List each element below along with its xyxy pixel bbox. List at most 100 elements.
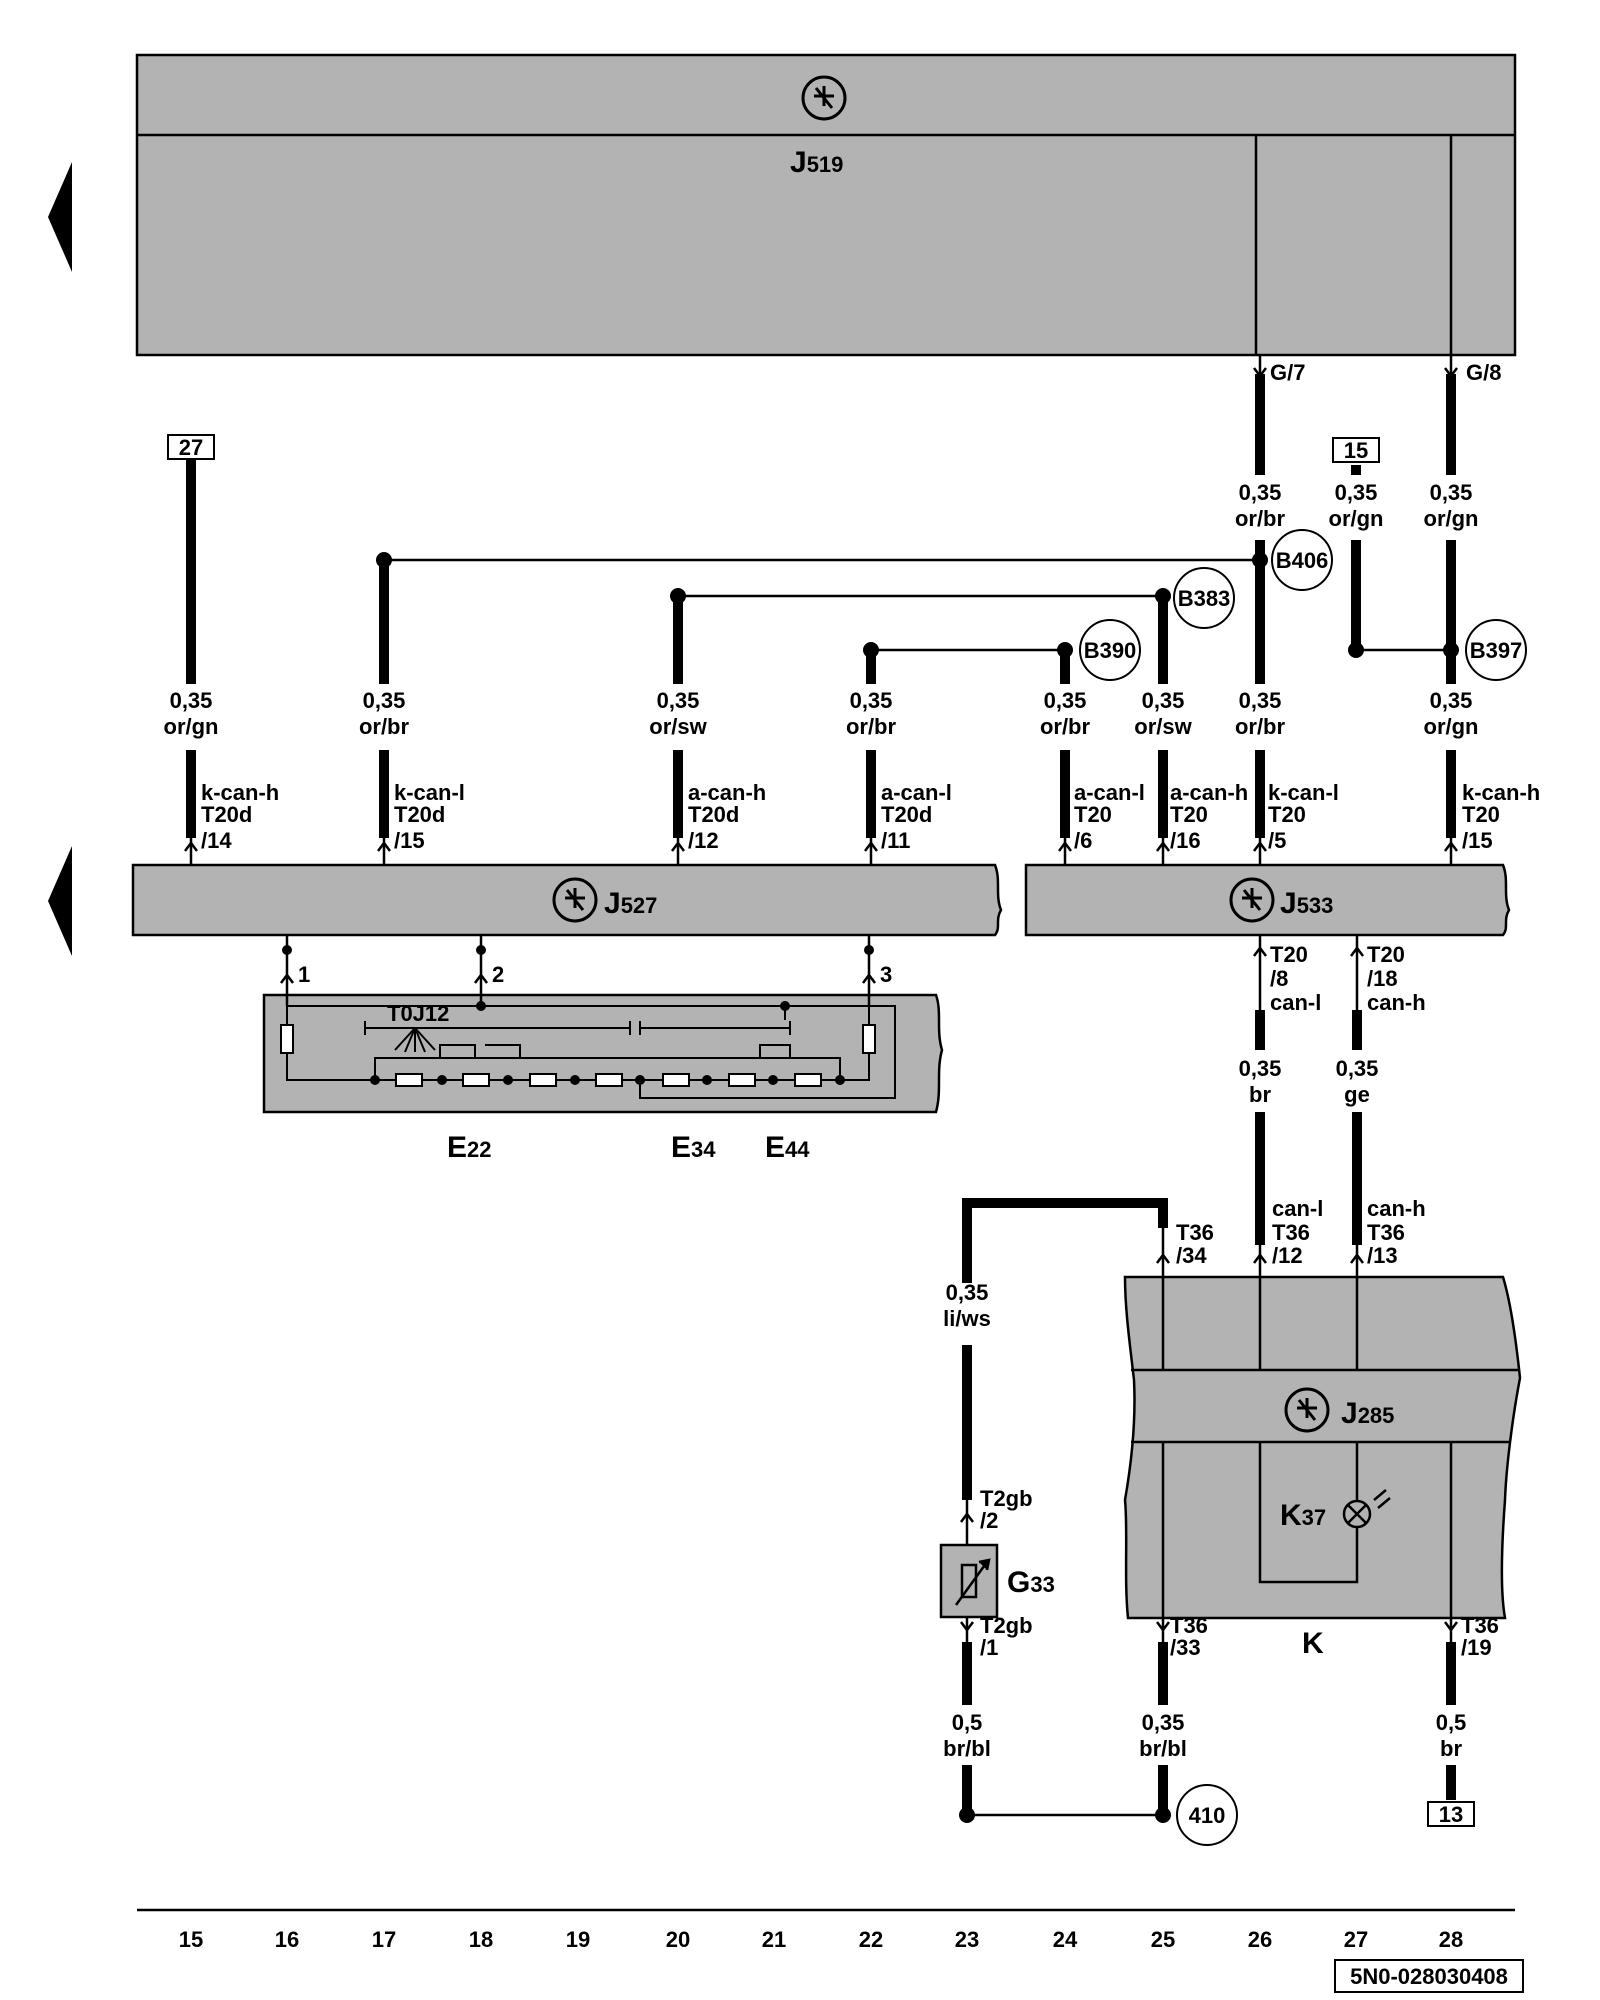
svg-text:0,35: 0,35 — [1239, 1056, 1282, 1081]
svg-text:0,35: 0,35 — [1142, 688, 1185, 713]
svg-text:B390: B390 — [1084, 638, 1137, 663]
svg-text:/34: /34 — [1176, 1243, 1207, 1268]
terminal-15: 15 — [1332, 437, 1380, 463]
grid-number: 28 — [1439, 1927, 1463, 1952]
svg-text:0,35: 0,35 — [1239, 688, 1282, 713]
g33-box — [939, 1543, 999, 1619]
j285-bus-icon — [1284, 1387, 1330, 1433]
svg-text:or/gn: or/gn — [1424, 506, 1479, 531]
g33-label: G33 — [1007, 1566, 1055, 1599]
svg-text:/6: /6 — [1074, 828, 1092, 853]
grid-number: 18 — [469, 1927, 493, 1952]
grid-number: 15 — [179, 1927, 203, 1952]
svg-text:a-can-h: a-can-h — [1170, 780, 1248, 805]
svg-text:can-h: can-h — [1367, 1196, 1426, 1221]
j519-bus-icon — [801, 75, 847, 121]
pin-label: 3 — [880, 962, 892, 987]
svg-text:or/gn: or/gn — [1329, 506, 1384, 531]
previous-page-arrow-icon[interactable] — [48, 162, 72, 272]
j527-box — [131, 863, 1003, 937]
svg-text:/16: /16 — [1170, 828, 1201, 853]
svg-text:T20: T20 — [1268, 802, 1306, 827]
svg-text:or/gn: or/gn — [1424, 714, 1479, 739]
splice-b383: B383 — [1173, 567, 1235, 629]
grid-number: 22 — [859, 1927, 883, 1952]
svg-text:or/sw: or/sw — [1134, 714, 1192, 739]
svg-text:or/sw: or/sw — [649, 714, 707, 739]
svg-text:li/ws: li/ws — [943, 1306, 991, 1331]
svg-text:a-can-l: a-can-l — [1074, 780, 1145, 805]
g33-sensor: G33 — [939, 1543, 1055, 1619]
k37-label: K37 — [1280, 1499, 1326, 1532]
splice-410: 410 — [1176, 1784, 1238, 1846]
svg-text:T20d: T20d — [881, 802, 932, 827]
instrument-cluster-k: J285 K37 K — [1123, 1275, 1522, 1660]
connector-label: T36/34 — [1176, 1220, 1214, 1268]
switch-assembly-box — [262, 993, 944, 1114]
pin-label: 2 — [492, 962, 504, 987]
svg-text:T20: T20 — [1462, 802, 1500, 827]
svg-text:k-can-h: k-can-h — [1462, 780, 1540, 805]
switch-assembly: T0J12 E22 E34 E44 — [262, 975, 944, 1164]
cluster-box — [1123, 1275, 1522, 1620]
svg-text:T20d: T20d — [394, 802, 445, 827]
svg-text:or/br: or/br — [1235, 714, 1286, 739]
splice-b397: B397 — [1465, 619, 1527, 681]
svg-text:B383: B383 — [1178, 586, 1231, 611]
j519-label: J519 — [790, 146, 843, 179]
grid-reference-numbers: 15 16 17 18 19 20 21 22 23 24 25 26 27 2… — [179, 1927, 1463, 1952]
grid-number: 23 — [955, 1927, 979, 1952]
svg-text:T36: T36 — [1170, 1613, 1208, 1638]
svg-text:/1: /1 — [980, 1635, 998, 1660]
svg-text:T36: T36 — [1461, 1613, 1499, 1638]
svg-text:/13: /13 — [1367, 1243, 1398, 1268]
svg-text:/14: /14 — [201, 828, 232, 853]
wire-label: 0,5br/bl — [943, 1710, 991, 1761]
pin-label: G/8 — [1466, 360, 1501, 385]
j527-label: J527 — [604, 887, 657, 920]
previous-page-arrow-icon[interactable] — [48, 846, 72, 956]
svg-text:0,35: 0,35 — [1335, 480, 1378, 505]
j519-control-unit: J519 — [135, 53, 1517, 357]
svg-text:T2gb: T2gb — [980, 1613, 1033, 1638]
svg-text:0,35: 0,35 — [1430, 480, 1473, 505]
svg-text:/8: /8 — [1270, 966, 1288, 991]
connector-label: T2gb/2 — [980, 1486, 1033, 1533]
grid-number: 25 — [1151, 1927, 1175, 1952]
svg-text:k-can-l: k-can-l — [1268, 780, 1339, 805]
svg-text:0,35: 0,35 — [1336, 1056, 1379, 1081]
svg-text:or/br: or/br — [359, 714, 410, 739]
svg-text:br/bl: br/bl — [1139, 1736, 1187, 1761]
switch-circuit — [280, 975, 896, 1099]
variable-resistor-icon — [954, 1558, 991, 1606]
svg-text:or/br: or/br — [1040, 714, 1091, 739]
svg-text:0,35: 0,35 — [1044, 688, 1087, 713]
svg-text:5N0-028030408: 5N0-028030408 — [1350, 1964, 1508, 1989]
svg-text:0,35: 0,35 — [1239, 480, 1282, 505]
e22-label: E22 — [447, 1131, 492, 1164]
connector-t0j12-label: T0J12 — [387, 1001, 449, 1026]
wire-label: 0,5br — [1436, 1710, 1467, 1761]
svg-text:T20: T20 — [1367, 942, 1405, 967]
thin-wires — [189, 355, 1453, 1817]
svg-text:/12: /12 — [1272, 1243, 1303, 1268]
svg-text:B397: B397 — [1470, 638, 1523, 663]
connector-label: T36/33 — [1170, 1613, 1208, 1660]
